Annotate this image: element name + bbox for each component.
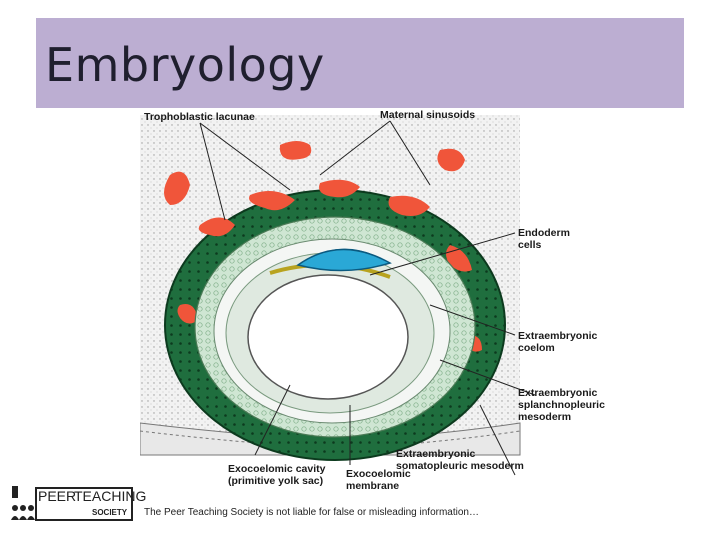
- label-exocoelomic-cavity: Exocoelomic cavity (primitive yolk sac): [228, 463, 326, 487]
- label-trophoblastic-lacunae: Trophoblastic lacunae: [144, 111, 255, 123]
- disclaimer-text: The Peer Teaching Society is not liable …: [144, 507, 479, 518]
- embryo-illustration: [139, 115, 536, 476]
- trophoblastic-lacuna: [319, 179, 360, 198]
- logo-teaching: TEACHING: [74, 488, 147, 504]
- trophoblastic-lacuna: [177, 304, 198, 324]
- trophoblastic-lacuna: [446, 245, 472, 272]
- label-endoderm-cells: Endoderm cells: [518, 227, 570, 251]
- trophoblastic-lacuna: [388, 195, 430, 216]
- label-exocoelomic-membrane: Exocoelomic membrane: [346, 468, 411, 492]
- trophoblastic-lacuna: [249, 191, 295, 211]
- embryo-diagram: Trophoblastic lacunae Maternal sinusoids…: [139, 105, 605, 500]
- label-somatopleuric-mesoderm: Extraembryonic somatopleuric mesoderm: [396, 448, 524, 472]
- title-bar: Embryology: [36, 18, 684, 108]
- maternal-sinusoid: [279, 141, 312, 160]
- label-extraembryonic-coelom: Extraembryonic coelom: [518, 330, 598, 354]
- label-splanchnopleuric-mesoderm: Extraembryonic splanchnopleuric mesoderm: [518, 387, 605, 423]
- maternal-sinusoid: [164, 171, 190, 205]
- peer-teaching-society-logo: PEER TEACHING SOCIETY: [10, 484, 146, 524]
- label-maternal-sinusoids: Maternal sinusoids: [380, 109, 476, 121]
- slide-title: Embryology: [45, 38, 325, 92]
- exocoelomic-cavity: [247, 274, 409, 400]
- trophoblastic-lacuna: [198, 217, 235, 237]
- logo-peer: PEER: [38, 488, 77, 504]
- logo-society: SOCIETY: [92, 508, 128, 517]
- maternal-sinusoid: [437, 148, 465, 172]
